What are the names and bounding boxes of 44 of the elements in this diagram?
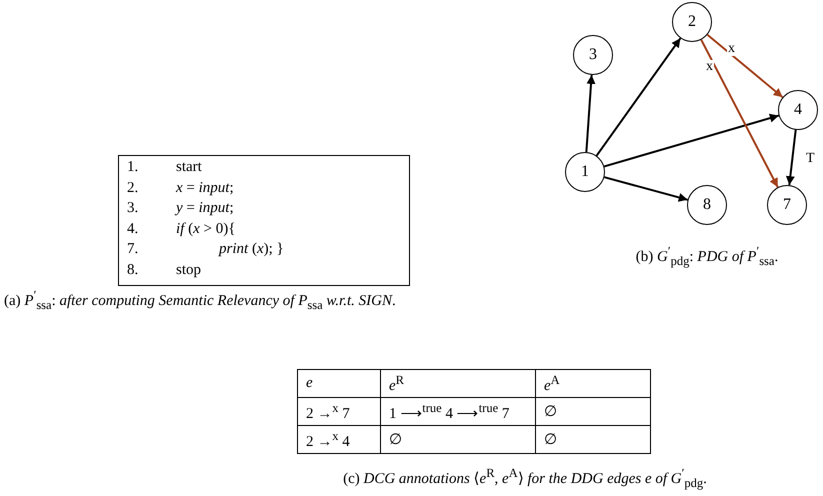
node-number: 8 — [703, 196, 711, 214]
node-number: 4 — [794, 101, 802, 119]
code-line: stop — [176, 262, 202, 278]
line-number: 7. — [127, 241, 138, 257]
graph-node — [767, 185, 807, 225]
header-cell: e$^{R}$ — [380, 370, 536, 398]
line-number: 8. — [127, 262, 138, 278]
table-cell: 1 ⟶$^{true}$ 4 ⟶$^{true}$ 7 — [380, 398, 536, 426]
header-cell: e — [298, 370, 380, 398]
node-number: 1 — [581, 163, 589, 181]
code-line: if (x > 0){ — [176, 220, 236, 236]
line-number: 3. — [127, 200, 138, 216]
arrow — [604, 114, 780, 168]
arrow — [786, 130, 797, 186]
arrow — [700, 39, 779, 188]
graph-node — [687, 185, 727, 225]
node-number: 2 — [688, 13, 696, 31]
table-cell: ∅ — [536, 426, 650, 454]
table-cell: ∅ — [536, 398, 650, 426]
caption: (b) G$^{′}$$_{pdg}$: PDG of P$^{′}$$_{ssa}$. — [634, 244, 780, 269]
graph-node — [672, 2, 712, 42]
node-number: 7 — [783, 196, 791, 214]
arrow — [706, 34, 784, 98]
arrow — [604, 176, 688, 202]
line-number: 4. — [127, 220, 138, 236]
graph-node — [573, 35, 613, 75]
code-line: x = input; — [176, 180, 234, 196]
arrow — [596, 38, 682, 156]
code-listing-box — [118, 155, 410, 286]
table-cell: 2 →$^{x}$ 7 — [298, 398, 380, 426]
code-line: print (x); } — [219, 241, 284, 257]
graph-node — [778, 90, 818, 130]
arrow — [585, 74, 596, 152]
node-number: 3 — [589, 46, 597, 64]
table-cell: ∅ — [380, 426, 536, 454]
header-cell: e$^{A}$ — [536, 370, 650, 398]
line-number: 2. — [127, 180, 138, 196]
graph-node — [565, 152, 605, 192]
table-cell: 2 →$^{x}$ 4 — [298, 426, 380, 454]
code-line: start — [176, 159, 202, 175]
caption: (a) P$^{′}$$_{ssa}$: after computing Semantic Relevancy of P$_{ssa}$ w.r.t. SIGN. — [4, 288, 396, 313]
caption: (c) DCG annotations ⟨e$^{R}$, e$^{A}$⟩ for the DDG edges e of G$^{′}$$_{pdg}$. — [342, 466, 708, 491]
line-number: 1. — [127, 159, 138, 175]
code-line: y = input; — [176, 200, 234, 216]
